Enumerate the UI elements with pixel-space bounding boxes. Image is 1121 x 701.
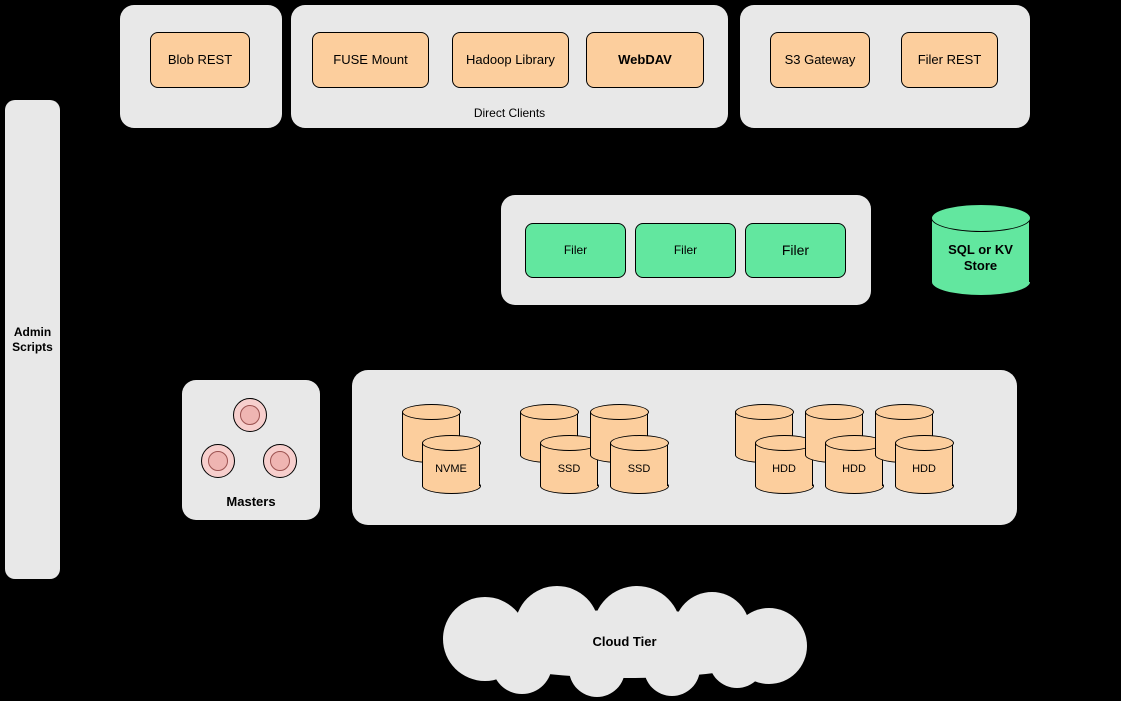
blob-client-group: Blob REST bbox=[120, 5, 282, 128]
masters-panel: Masters bbox=[182, 380, 320, 520]
disk-pair-hdd-2: HDD bbox=[804, 404, 884, 494]
disk-label: NVME bbox=[435, 463, 467, 475]
disk-pair-hdd-3: HDD bbox=[874, 404, 954, 494]
admin-scripts-label: Admin Scripts bbox=[12, 325, 53, 354]
cloud-tier-label: Cloud Tier bbox=[592, 634, 657, 649]
disk-cylinder-icon: HDD bbox=[894, 435, 954, 494]
disk-cylinder-icon: NVME bbox=[421, 435, 481, 494]
master-node-icon bbox=[263, 444, 297, 478]
filer-node: Filer bbox=[635, 223, 736, 278]
disk-cylinder-icon: SSD bbox=[609, 435, 669, 494]
master-node-inner-icon bbox=[270, 451, 290, 471]
disk-pair-ssd-1: SSD bbox=[519, 404, 599, 494]
disk-cylinder-icon: HDD bbox=[824, 435, 884, 494]
disk-label: HDD bbox=[842, 463, 866, 475]
database-cylinder-icon bbox=[930, 204, 1031, 296]
disk-cylinder-icon: SSD bbox=[539, 435, 599, 494]
master-node-inner-icon bbox=[240, 405, 260, 425]
filer-node: Filer bbox=[745, 223, 846, 278]
disk-pair-ssd-2: SSD bbox=[589, 404, 669, 494]
hadoop-library-node: Hadoop Library bbox=[452, 32, 569, 88]
gateway-clients-group: S3 Gateway Filer REST bbox=[740, 5, 1030, 128]
sql-kv-store-cylinder: SQL or KV Store bbox=[930, 204, 1031, 296]
disk-label: HDD bbox=[772, 463, 796, 475]
disk-cylinder-icon: HDD bbox=[754, 435, 814, 494]
admin-scripts-bar: Admin Scripts bbox=[5, 100, 60, 579]
direct-clients-group: FUSE Mount Hadoop Library WebDAV Direct … bbox=[291, 5, 728, 128]
webdav-node: WebDAV bbox=[586, 32, 704, 88]
direct-clients-caption: Direct Clients bbox=[473, 106, 546, 120]
filer-cluster-panel: Filer Filer Filer bbox=[501, 195, 871, 305]
s3-gateway-node: S3 Gateway bbox=[770, 32, 870, 88]
filer-rest-node: Filer REST bbox=[901, 32, 998, 88]
fuse-mount-node: FUSE Mount bbox=[312, 32, 429, 88]
cloud-icon bbox=[443, 586, 807, 697]
master-node-inner-icon bbox=[208, 451, 228, 471]
filer-node: Filer bbox=[525, 223, 626, 278]
disk-pair-hdd-1: HDD bbox=[734, 404, 814, 494]
disk-label: HDD bbox=[912, 463, 936, 475]
blob-rest-node: Blob REST bbox=[150, 32, 250, 88]
disk-label: SSD bbox=[627, 463, 651, 475]
disk-cylinder-icon bbox=[401, 404, 461, 463]
masters-label: Masters bbox=[226, 494, 276, 509]
disk-pair-nvme: NVME bbox=[401, 404, 481, 494]
sql-kv-store-label: SQL or KV Store bbox=[948, 242, 1013, 274]
disk-label: SSD bbox=[557, 463, 581, 475]
volume-servers-panel: NVME SSD SSD HDD HDD bbox=[352, 370, 1017, 525]
cloud-tier-shape: Cloud Tier bbox=[437, 584, 812, 698]
master-node-icon bbox=[201, 444, 235, 478]
master-node-icon bbox=[233, 398, 267, 432]
